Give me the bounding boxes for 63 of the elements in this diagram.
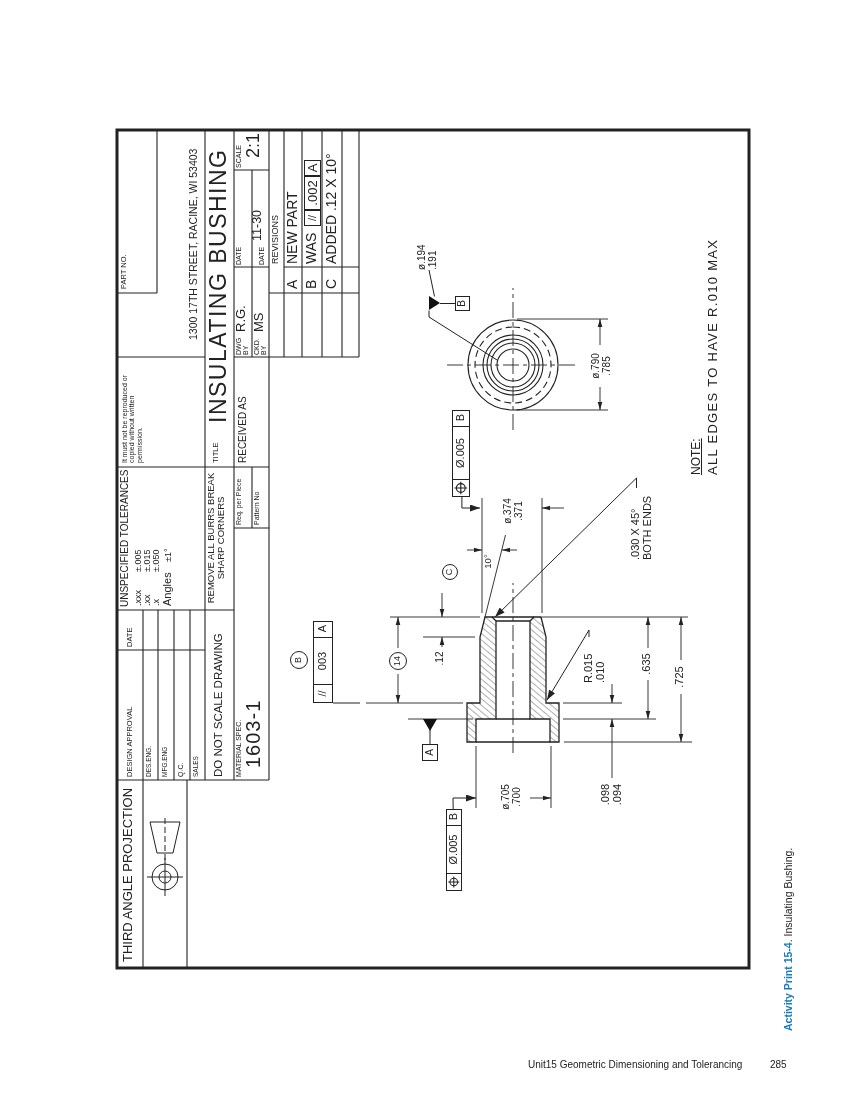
section-heading: REVISIONS bbox=[271, 214, 281, 264]
datum-label: B bbox=[455, 296, 470, 311]
tolerance-symbol: // bbox=[315, 689, 329, 699]
tolerance-text: .xxx bbox=[134, 589, 144, 606]
datum-reference: A bbox=[304, 160, 321, 176]
tolerance-value: Ø.005 bbox=[453, 427, 469, 480]
leader-line bbox=[461, 496, 481, 512]
tolerance-text: ±1° bbox=[164, 547, 174, 562]
dimension-text: ø.194 .191 bbox=[416, 236, 442, 270]
tolerance-symbol: // bbox=[304, 210, 321, 226]
revision-letter: A bbox=[285, 278, 301, 289]
tolerance-value: .002 bbox=[304, 176, 321, 210]
material-spec: 1603-1 bbox=[243, 698, 265, 768]
revision-text: WAS bbox=[304, 231, 320, 264]
note-text: .030 X 45° BOTH ENDS bbox=[629, 488, 659, 560]
feature-control-frame bbox=[313, 621, 333, 703]
leader-line bbox=[428, 269, 435, 297]
revision-letter: B bbox=[304, 278, 320, 289]
tolerance-text: .x bbox=[152, 598, 162, 606]
tolerance-value: Ø.005 bbox=[447, 826, 461, 874]
leader-line bbox=[546, 629, 590, 701]
leader-line bbox=[439, 303, 456, 304]
feature-control-frame bbox=[446, 809, 462, 891]
leader-line bbox=[332, 702, 361, 704]
datum-label: A bbox=[422, 744, 438, 761]
field-value: R.G. bbox=[234, 304, 249, 332]
note-text: ALL EDGES TO HAVE R.010 MAX bbox=[706, 237, 721, 475]
leader-line bbox=[452, 794, 477, 810]
note-heading: NOTE: bbox=[690, 437, 704, 475]
tolerance-text: ±.005 bbox=[134, 548, 144, 572]
field-label: RECEIVED AS bbox=[238, 395, 249, 463]
sheet-heading: THIRD ANGLE PROJECTION bbox=[121, 786, 136, 962]
page-number: 285 bbox=[770, 1060, 788, 1072]
tolerance-text: ±.015 bbox=[143, 548, 153, 572]
address-text: 1300 17TH STREET, RACINE, WI 53403 bbox=[188, 147, 200, 340]
figure-caption: Activity Print 15-4. Insulating Bushing. bbox=[783, 846, 794, 1031]
drawing-title: INSULATING BUSHING bbox=[206, 147, 232, 423]
leader-line bbox=[494, 477, 637, 618]
callout-balloon: B bbox=[290, 651, 308, 669]
title-block-note: DO NOT SCALE DRAWING bbox=[212, 632, 225, 777]
tolerance-text: Angles bbox=[162, 571, 174, 606]
tolerance-heading: UNSPECIFIED TOLERANCES bbox=[120, 469, 131, 607]
dimension-text: R.015 .010 bbox=[582, 637, 610, 683]
field-value: 2:1 bbox=[244, 132, 264, 158]
field-value: 11-30 bbox=[251, 208, 265, 241]
page-footer: Unit15 Geometric Dimensioning and Tolerancing bbox=[528, 1060, 753, 1074]
callout-balloon: C bbox=[442, 564, 458, 580]
revision-letter: C bbox=[324, 277, 340, 289]
datum-reference: A bbox=[314, 620, 332, 638]
triangle-marker bbox=[429, 296, 440, 311]
tolerance-value: 003 bbox=[314, 638, 332, 685]
title-block-note: REMOVE ALL BURRS BREAK SHARP CORNERS bbox=[206, 471, 227, 606]
revision-text: NEW PART bbox=[285, 190, 301, 264]
feature-control-frame bbox=[452, 410, 470, 497]
field-value: MS bbox=[252, 311, 267, 332]
tolerance-text: ±.050 bbox=[152, 548, 162, 572]
revision-text: ADDED .12 X 10° bbox=[324, 152, 340, 264]
datum-reference: B bbox=[453, 409, 469, 427]
datum-reference: B bbox=[447, 808, 461, 826]
leader-line bbox=[428, 310, 498, 361]
leader-line bbox=[423, 718, 437, 745]
tolerance-text: .xx bbox=[143, 593, 153, 606]
callout-balloon: 14 bbox=[389, 652, 407, 670]
